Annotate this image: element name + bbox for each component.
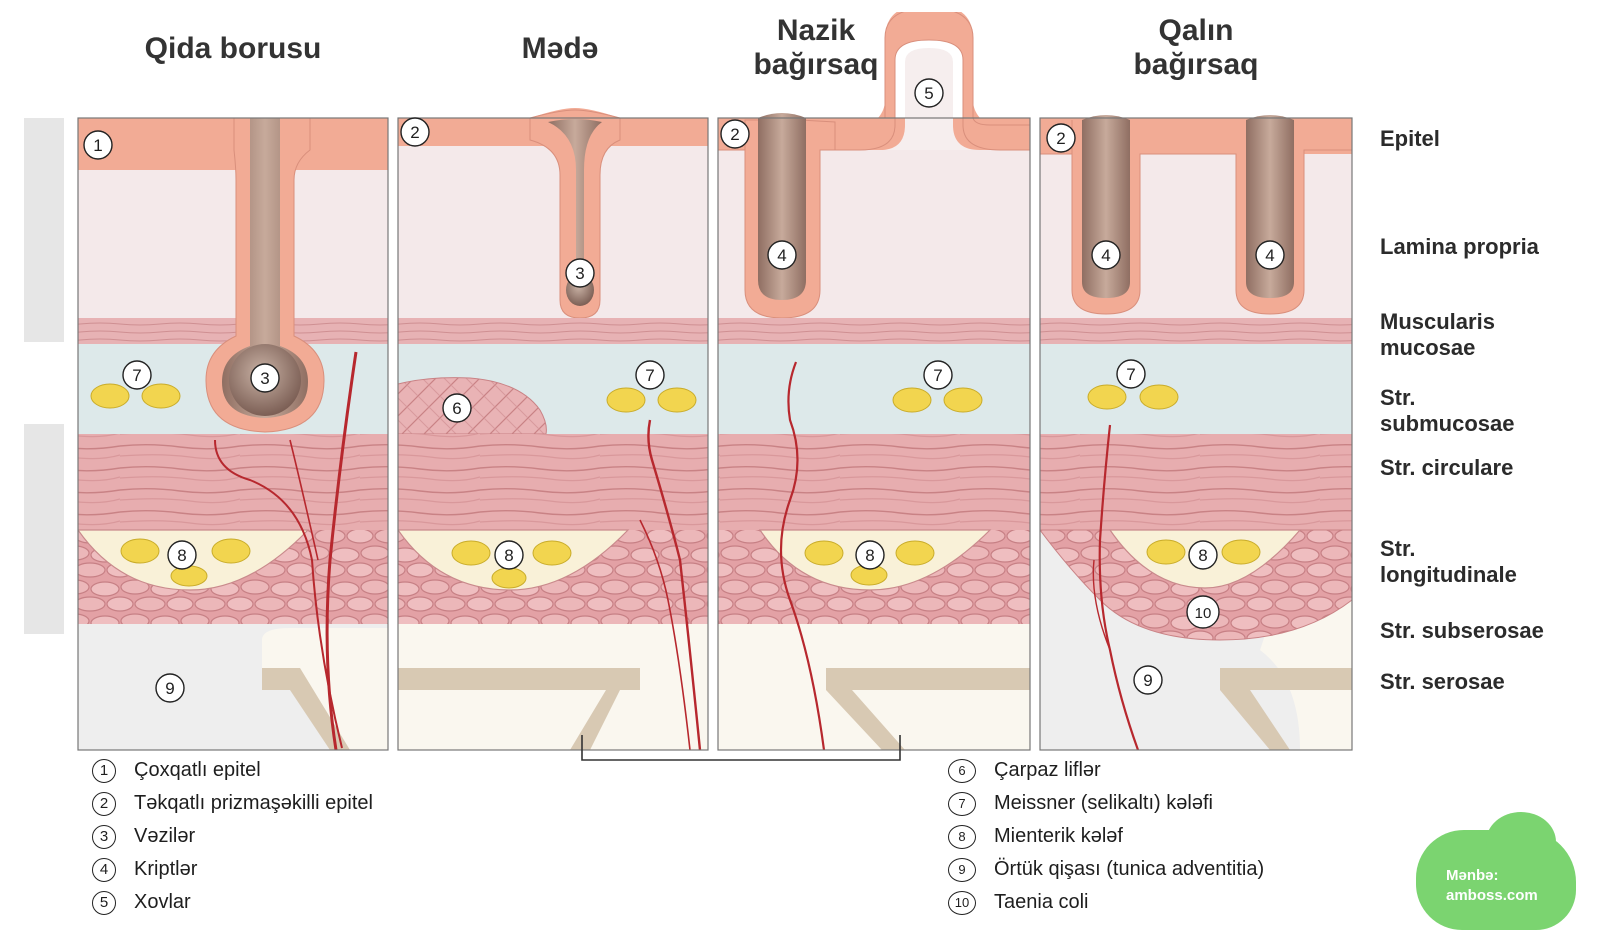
- legend-item: 4 Kriptlər: [92, 853, 373, 886]
- marker-4: 4: [1255, 240, 1285, 270]
- marker-5: 5: [914, 78, 944, 108]
- marker-1: 1: [83, 130, 113, 160]
- column-title-stomach: Mədə: [521, 32, 599, 65]
- marker-9: 9: [1133, 665, 1163, 695]
- marker-8: 8: [1188, 540, 1218, 570]
- svg-text:7: 7: [933, 366, 942, 385]
- svg-text:3: 3: [260, 369, 269, 388]
- svg-text:3: 3: [575, 264, 584, 283]
- svg-text:7: 7: [132, 366, 141, 385]
- legend-number: 7: [948, 791, 976, 816]
- layer-label-lamina-propria: Lamina propria: [1380, 234, 1539, 259]
- column-esophagus: [78, 118, 388, 750]
- legend-text: Örtük qişası (tunica adventitia): [994, 858, 1265, 880]
- marker-10: 10: [1186, 595, 1220, 629]
- layer-label-muscularis-mucosae: Muscularis mucosae: [1380, 309, 1495, 360]
- column-small-intestine: [718, 12, 1030, 750]
- svg-text:10: 10: [1195, 605, 1212, 622]
- legend-text: Vəzilər: [134, 825, 196, 847]
- marker-4: 4: [767, 240, 797, 270]
- svg-text:4: 4: [1101, 246, 1110, 265]
- marker-4: 4: [1091, 240, 1121, 270]
- legend-left: 1 Çoxqatlı epitel 2 Təkqatlı prizmaşəkilli…: [92, 754, 373, 919]
- marker-9: 9: [155, 673, 185, 703]
- mucosa-bracket: [24, 118, 64, 342]
- legend-number: 4: [92, 857, 116, 882]
- svg-text:4: 4: [777, 246, 786, 265]
- svg-text:1: 1: [93, 136, 102, 155]
- legend-text: Çoxqatlı epitel: [134, 759, 261, 781]
- legend-right: 6 Çarpaz liflər 7 Meissner (selikaltı) kəl…: [948, 754, 1264, 919]
- layer-label-submucosae: Str. submucosae: [1380, 385, 1515, 436]
- marker-2: 2: [720, 119, 750, 149]
- muscularis-bracket: [24, 424, 64, 634]
- legend-item: 3 Vəzilər: [92, 820, 373, 853]
- legend-item: 7 Meissner (selikaltı) kələfi: [948, 787, 1264, 820]
- source-text: Mənbə: amboss.com: [1446, 867, 1538, 904]
- svg-text:4: 4: [1265, 246, 1274, 265]
- layer-label-epitel: Epitel: [1380, 126, 1440, 151]
- column-large-intestine: [1040, 100, 1352, 750]
- svg-text:8: 8: [865, 546, 874, 565]
- svg-text:6: 6: [452, 399, 461, 418]
- legend-number: 5: [92, 890, 116, 915]
- svg-text:7: 7: [1126, 365, 1135, 384]
- legend-number: 10: [948, 890, 976, 915]
- marker-3: 3: [250, 363, 280, 393]
- layer-label-serosae: Str. serosae: [1380, 669, 1505, 694]
- legend-item: 8 Mienterik kələf: [948, 820, 1264, 853]
- svg-text:5: 5: [924, 84, 933, 103]
- legend-text: Taenia coli: [994, 891, 1089, 913]
- column-title-large-intestine: Qalın bağırsaq: [1133, 14, 1259, 81]
- legend-text: Kriptlər: [134, 858, 198, 880]
- marker-2: 2: [400, 117, 430, 147]
- layer-label-longitudinale: Str. longitudinale: [1380, 536, 1517, 587]
- marker-7: 7: [1116, 359, 1146, 389]
- svg-text:2: 2: [410, 123, 419, 142]
- column-stomach: [398, 100, 708, 750]
- legend-text: Meissner (selikaltı) kələfi: [994, 792, 1213, 814]
- bottom-bracket: [581, 735, 901, 761]
- source-badge: Mənbə: amboss.com: [1416, 812, 1576, 930]
- marker-7: 7: [122, 360, 152, 390]
- svg-text:8: 8: [177, 546, 186, 565]
- svg-text:7: 7: [645, 366, 654, 385]
- svg-text:2: 2: [730, 125, 739, 144]
- legend-number: 3: [92, 824, 116, 849]
- marker-8: 8: [167, 540, 197, 570]
- legend-item: 9 Örtük qişası (tunica adventitia): [948, 853, 1264, 886]
- column-title-small-intestine: Nazik bağırsaq: [753, 14, 879, 81]
- svg-text:2: 2: [1056, 129, 1065, 148]
- marker-8: 8: [855, 540, 885, 570]
- legend-item: 2 Təkqatlı prizmaşəkilli epitel: [92, 787, 373, 820]
- legend-text: Mienterik kələf: [994, 825, 1123, 847]
- marker-7: 7: [923, 360, 953, 390]
- marker-6: 6: [442, 393, 472, 423]
- legend-item: 5 Xovlar: [92, 886, 373, 919]
- marker-2: 2: [1046, 123, 1076, 153]
- column-title-esophagus: Qida borusu: [144, 32, 322, 65]
- legend-number: 6: [948, 758, 976, 783]
- legend-item: 6 Çarpaz liflər: [948, 754, 1264, 787]
- legend-text: Çarpaz liflər: [994, 759, 1101, 781]
- legend-number: 9: [948, 857, 976, 882]
- marker-7: 7: [635, 360, 665, 390]
- legend-number: 1: [92, 758, 116, 783]
- marker-3: 3: [565, 258, 595, 288]
- layer-label-circulare: Str. circulare: [1380, 455, 1514, 480]
- legend-number: 2: [92, 791, 116, 816]
- svg-text:9: 9: [165, 679, 174, 698]
- legend-number: 8: [948, 824, 976, 849]
- svg-text:8: 8: [1198, 546, 1207, 565]
- legend-item: 1 Çoxqatlı epitel: [92, 754, 373, 787]
- legend-item: 10 Taenia coli: [948, 886, 1264, 919]
- layer-label-subserosae: Str. subserosae: [1380, 618, 1544, 643]
- svg-text:8: 8: [504, 546, 513, 565]
- marker-8: 8: [494, 540, 524, 570]
- svg-text:9: 9: [1143, 671, 1152, 690]
- legend-text: Təkqatlı prizmaşəkilli epitel: [134, 792, 373, 814]
- legend-text: Xovlar: [134, 891, 191, 913]
